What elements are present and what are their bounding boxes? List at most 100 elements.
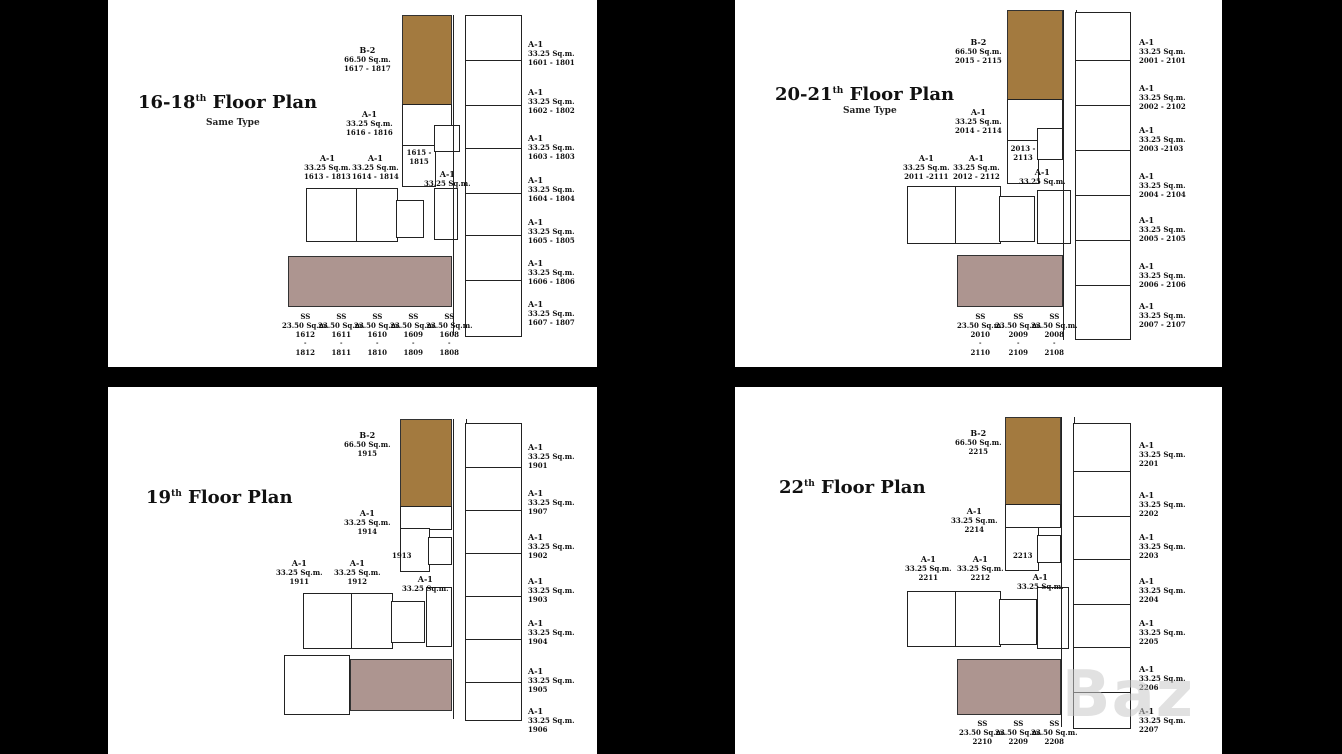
label-b2: B-2 66.50 Sq.m. 1915 [344, 430, 391, 459]
unit-room [465, 60, 522, 106]
label-unit: A-1 33.25 Sq.m. 1911 [276, 558, 323, 587]
unit-room [955, 186, 1001, 244]
bathroom [1037, 535, 1061, 563]
unit-room [284, 655, 350, 715]
unit-room [465, 148, 522, 194]
unit-room [1037, 190, 1071, 244]
ss-unit-block [957, 255, 1063, 307]
unit-room [955, 591, 1001, 647]
stair-core [396, 200, 424, 238]
plan-title: 22th Floor Plan [779, 477, 926, 498]
unit-room [356, 188, 398, 242]
stair-core [391, 601, 425, 643]
unit-b2-block [1005, 417, 1061, 505]
unit-room [1007, 140, 1039, 184]
unit-room [1075, 240, 1131, 286]
unit-b2-block [1007, 10, 1063, 100]
unit-room [1075, 150, 1131, 196]
watermark-logo: Baz [1061, 658, 1194, 732]
label-unit: A-1 33.25 Sq.m. [402, 574, 449, 594]
label-unit: 2213 [1013, 551, 1033, 560]
label-unit: A-1 33.25 Sq.m. 2214 [951, 506, 998, 535]
unit-room [1005, 527, 1039, 571]
floor-plan-20-21: 20-21th Floor Plan Same Type B-2 66.50 S… [735, 0, 1222, 367]
unit-room [1037, 587, 1069, 649]
unit-room [400, 506, 452, 530]
unit-room [1007, 99, 1063, 141]
bathroom [1037, 128, 1063, 160]
unit-room [1073, 647, 1131, 693]
label-unit: A-1 33.25 Sq.m. 2014 - 2114 [955, 107, 1002, 136]
label-unit: 1615 - 1815 [406, 148, 432, 166]
unit-room [465, 467, 522, 511]
label-unit: 1913 [392, 551, 412, 560]
label-b2: B-2 66.50 Sq.m. 2015 - 2115 [955, 37, 1002, 66]
plan-title: 19th Floor Plan [146, 487, 293, 508]
unit-room [426, 587, 452, 647]
label-unit: A-1 33.25 Sq.m. [1019, 167, 1066, 187]
label-b2: B-2 66.50 Sq.m. 2215 [955, 428, 1002, 457]
unit-room [351, 593, 393, 649]
unit-room [1005, 504, 1061, 528]
unit-room [1073, 471, 1131, 517]
label-unit: A-1 33.25 Sq.m. 1614 - 1814 [352, 153, 399, 182]
unit-room [434, 188, 458, 240]
stair-core [999, 599, 1037, 645]
plan-subtitle: Same Type [206, 118, 260, 128]
label-unit: A-1 33.25 Sq.m. 1616 - 1816 [346, 109, 393, 138]
label-unit: 2013 - 2113 [1010, 144, 1036, 162]
unit-room [907, 186, 957, 244]
bathroom [434, 125, 460, 152]
unit-room [402, 145, 436, 187]
label-unit: A-1 33.25 Sq.m. 1912 [334, 558, 381, 587]
label-unit: A-1 33.25 Sq.m. 1613 - 1813 [304, 153, 351, 182]
unit-room [465, 639, 522, 683]
unit-room [465, 553, 522, 597]
plan-title: 20-21th Floor Plan [775, 84, 955, 105]
floor-plan-16-18: 16-18th Floor Plan Same Type B-2 66.50 S… [108, 0, 597, 367]
floor-plan-19: 19th Floor Plan B-2 66.50 Sq.m. 1915 A-1… [108, 387, 597, 754]
unit-room [303, 593, 353, 649]
label-unit: A-1 33.25 Sq.m. 2012 - 2112 [953, 153, 1000, 182]
unit-room [1073, 559, 1131, 605]
unit-b2-block [402, 15, 452, 105]
bathroom [428, 537, 452, 565]
unit-room [907, 591, 957, 647]
unit-room [465, 235, 522, 281]
label-unit: A-1 33.25 Sq.m. 2011 -2111 [903, 153, 950, 182]
unit-room [306, 188, 358, 242]
